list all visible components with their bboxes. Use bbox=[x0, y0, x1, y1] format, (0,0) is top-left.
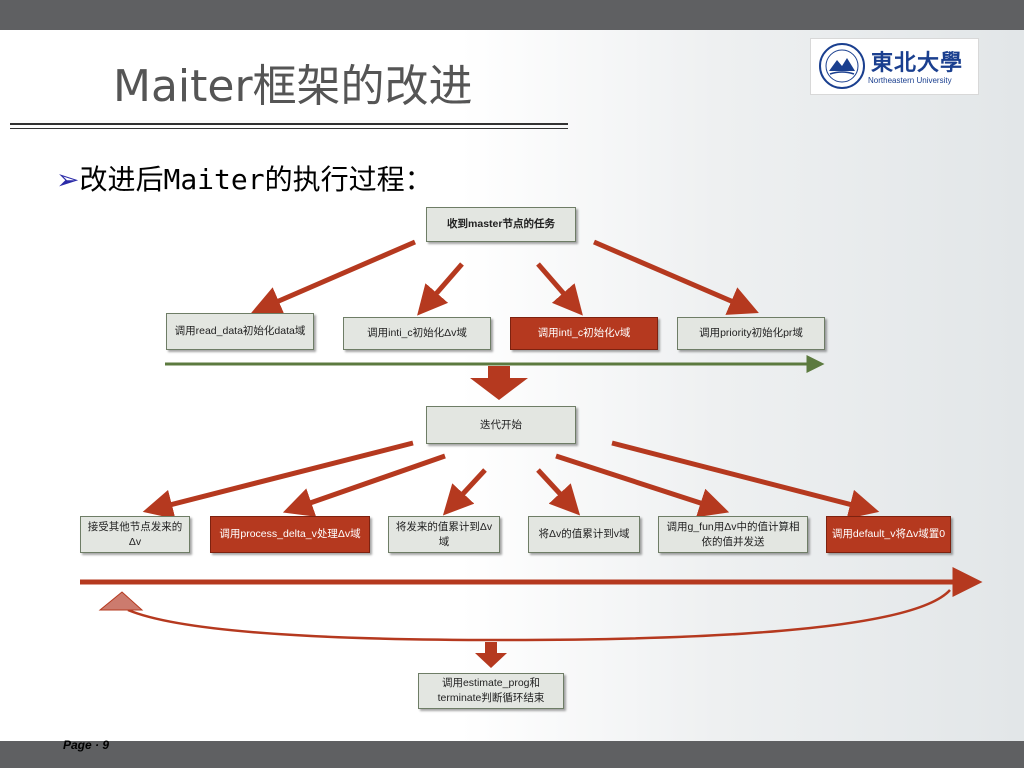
slide-title: Maiter框架的改进 bbox=[113, 61, 473, 112]
down-arrow-to-iter bbox=[470, 366, 528, 400]
arrow-to-iter-5 bbox=[555, 453, 730, 518]
arrow-to-init-3 bbox=[536, 262, 583, 316]
bullet-text: 改进后Maiter的执行过程： bbox=[79, 163, 433, 196]
loop-back-curve bbox=[127, 589, 951, 642]
arrow-to-init-2 bbox=[417, 262, 464, 316]
box-accumulate-v: 将Δv的值累计到v域 bbox=[528, 516, 640, 553]
arrow-to-iter-2 bbox=[282, 453, 446, 517]
bottom-bar bbox=[0, 741, 1024, 768]
arrow-to-iter-1 bbox=[142, 440, 414, 519]
box-receive-task: 收到master节点的任务 bbox=[426, 207, 576, 242]
box-init-priority: 调用priority初始化pr域 bbox=[677, 317, 825, 350]
logo-chinese-name: 東北大學 bbox=[871, 50, 964, 76]
box-iteration-start: 迭代开始 bbox=[426, 406, 576, 444]
top-bar bbox=[0, 0, 1024, 30]
bullet-line: ➢改进后Maiter的执行过程： bbox=[56, 158, 433, 198]
loop-back-arrowhead bbox=[98, 591, 144, 611]
box-estimate-terminate: 调用estimate_prog和terminate判断循环结束 bbox=[418, 673, 564, 709]
box-accumulate-delta: 将发来的值累计到Δv域 bbox=[388, 516, 500, 553]
arrow-to-iter-3 bbox=[442, 468, 487, 516]
title-rule-thin bbox=[10, 128, 568, 129]
down-arrow-to-end bbox=[475, 642, 507, 668]
box-init-delta-v: 调用inti_c初始化Δv域 bbox=[343, 317, 491, 350]
box-init-v: 调用inti_c初始化v域 bbox=[510, 317, 658, 350]
box-g-fun: 调用g_fun用Δv中的值计算相依的值并发送 bbox=[658, 516, 808, 553]
university-emblem-icon bbox=[819, 43, 865, 89]
box-receive-delta: 接受其他节点发来的Δv bbox=[80, 516, 190, 553]
arrow-to-iter-6 bbox=[611, 440, 880, 519]
arrow-to-iter-4 bbox=[536, 468, 581, 516]
title-rule bbox=[10, 123, 568, 125]
box-process-delta: 调用process_delta_v处理Δv域 bbox=[210, 516, 370, 553]
box-init-read-data: 调用read_data初始化data域 bbox=[166, 313, 314, 350]
university-logo: 東北大學 Northeastern University bbox=[810, 38, 979, 95]
bullet-arrow-icon: ➢ bbox=[56, 163, 80, 196]
page-number: Page · 9 bbox=[63, 738, 110, 752]
box-default-v: 调用default_v将Δv域置0 bbox=[826, 516, 951, 553]
arrow-to-init-1 bbox=[251, 239, 416, 315]
logo-english-name: Northeastern University bbox=[868, 76, 952, 85]
arrow-to-init-4 bbox=[593, 239, 759, 315]
